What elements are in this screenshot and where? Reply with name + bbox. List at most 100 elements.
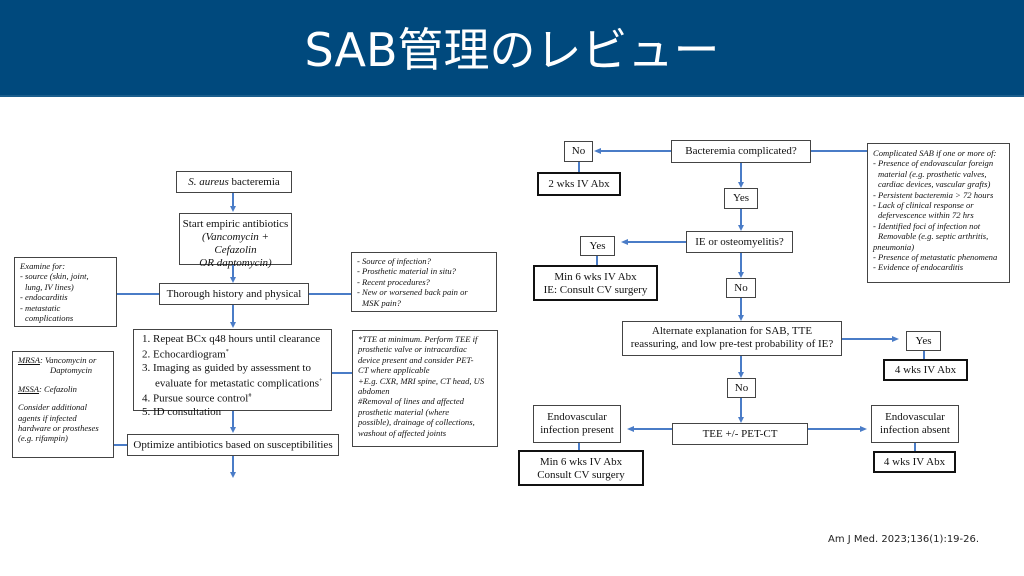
connector xyxy=(634,428,672,430)
history-physical-box: Thorough history and physical xyxy=(159,283,309,305)
note-line: Removable (e.g. septic arthritis, xyxy=(878,231,989,242)
connector xyxy=(842,338,892,340)
note-line: device present and consider PET- xyxy=(358,354,474,365)
connector xyxy=(740,356,742,373)
note-line: washout of affected joints xyxy=(358,427,447,438)
note-line: agents if infected xyxy=(18,412,77,423)
arrow-left-icon xyxy=(627,426,634,432)
endovascular-present-box: Endovascular infection present xyxy=(533,405,621,443)
note-line: CT where applicable xyxy=(358,365,430,376)
step-item: 1. Repeat BCx q48 hours until clearance xyxy=(142,333,321,345)
empiric-antibiotics-box: Start empiric antibiotics (Vancomycin + … xyxy=(179,213,292,269)
result-line: Min 6 wks IV Abx xyxy=(539,456,623,468)
arrow-left-icon xyxy=(594,148,601,154)
result-line: infection present xyxy=(540,424,614,436)
result-line: infection absent xyxy=(880,424,950,436)
step-item: 3. Imaging as guided by assessment to xyxy=(142,361,311,374)
connector xyxy=(808,428,860,430)
note-line: Complicated SAB if one or more of: xyxy=(873,148,997,158)
note-line: lung, IV lines) xyxy=(25,281,74,292)
empiric-regimen-2: OR daptomycin) xyxy=(199,257,272,269)
result-label: 4 wks IV Abx xyxy=(894,363,957,376)
arrow-down-icon xyxy=(738,225,744,231)
connector xyxy=(232,411,234,428)
note-line: pneumonia) xyxy=(873,241,915,252)
arrow-down-icon xyxy=(738,272,744,278)
note-line: - Presence of endovascular foreign xyxy=(873,158,994,169)
connector xyxy=(600,150,671,152)
optimize-label: Optimize antibiotics based on susceptibi… xyxy=(133,438,333,451)
min-six-weeks-ie-box: Min 6 wks IV Abx IE: Consult CV surgery xyxy=(533,265,658,301)
question-line: Alternate explanation for SAB, TTE xyxy=(651,325,813,337)
connector xyxy=(740,253,742,273)
no-label-box: No xyxy=(564,141,593,162)
arrow-down-icon xyxy=(230,206,236,212)
bacteremia-complicated-box: Bacteremia complicated? xyxy=(671,140,811,163)
empiric-title: Start empiric antibiotics xyxy=(182,218,289,230)
yes-label-box: Yes xyxy=(724,188,758,209)
footnotes-note: *TTE at minimum. Perform TEE if prosthet… xyxy=(352,330,498,447)
arrow-down-icon xyxy=(738,182,744,188)
no-label: No xyxy=(571,145,586,157)
no-label: No xyxy=(734,281,748,294)
note-line: - Presence of metastatic phenomena xyxy=(873,252,998,263)
note-line: - endocarditis xyxy=(20,292,68,303)
yes-label: Yes xyxy=(589,239,606,252)
note-line: cardiac devices, vascular grafts) xyxy=(878,179,991,190)
connector xyxy=(740,163,742,183)
antibiotic-choice-note: MRSA: Vancomycin or Daptomycin MSSA: Cef… xyxy=(12,351,114,458)
note-line: (e.g. rifampin) xyxy=(18,433,68,444)
note-line: - Prosthetic material in situ? xyxy=(357,266,456,277)
two-weeks-abx-box: 2 wks IV Abx xyxy=(537,172,621,196)
note-line: - Source of infection? xyxy=(357,256,431,266)
step-item: evaluate for metastatic complications+ xyxy=(155,377,323,390)
note-line: - Lack of clinical response or xyxy=(873,200,974,211)
bacteremia-label: bacteremia xyxy=(228,175,280,188)
note-line: - Persistent bacteremia > 72 hours xyxy=(873,189,994,200)
connector xyxy=(114,444,127,446)
note-line: - Recent procedures? xyxy=(357,276,430,287)
note-line: Consider additional xyxy=(18,402,87,413)
connector xyxy=(740,209,742,226)
no-label: No xyxy=(734,381,749,394)
note-line: prosthetic valve or intracardiac xyxy=(358,344,467,355)
connector xyxy=(309,293,351,295)
connector xyxy=(578,162,580,173)
connector xyxy=(914,443,916,452)
four-weeks-abx-box-2: 4 wks IV Abx xyxy=(873,451,956,473)
slide-title: SAB管理のレビュー xyxy=(304,23,720,77)
step-item: 4. Pursue source control# xyxy=(142,392,252,405)
arrow-right-icon xyxy=(892,336,899,342)
connector xyxy=(232,456,234,473)
connector xyxy=(740,298,742,316)
arrow-down-icon xyxy=(230,472,236,478)
note-line: #Removal of lines and affected xyxy=(358,396,464,407)
arrow-down-icon xyxy=(230,322,236,328)
no-label-box: No xyxy=(727,378,756,398)
min-six-weeks-box: Min 6 wks IV Abx Consult CV surgery xyxy=(518,450,644,486)
note-line: material (e.g. prosthetic valves, xyxy=(878,168,987,179)
endovascular-absent-box: Endovascular infection absent xyxy=(871,405,959,443)
connector xyxy=(627,241,686,243)
question-line: reassuring, and low pre-test probability… xyxy=(630,338,834,350)
note-line: *TTE at minimum. Perform TEE if xyxy=(358,334,478,344)
result-line: Endovascular xyxy=(885,411,945,423)
mrsa-line-2: Daptomycin xyxy=(50,365,93,376)
note-line: - Identified foci of infection not xyxy=(873,220,981,231)
note-line: Examine for: xyxy=(20,261,66,271)
note-line: hardware or prostheses xyxy=(18,423,99,434)
arrow-right-icon xyxy=(860,426,867,432)
four-weeks-abx-box: 4 wks IV Abx xyxy=(883,359,968,381)
yes-label: Yes xyxy=(915,334,932,347)
result-line: Consult CV surgery xyxy=(537,469,625,481)
note-line: complications xyxy=(25,313,74,324)
connector xyxy=(596,256,598,266)
yes-label-box: Yes xyxy=(906,331,941,351)
note-line: possible), drainage of collections, xyxy=(358,417,475,428)
connector xyxy=(740,398,742,418)
arrow-down-icon xyxy=(230,427,236,433)
connector xyxy=(923,351,925,360)
connector xyxy=(232,265,234,278)
no-label-box: No xyxy=(726,278,756,298)
sa-bacteremia-box: S. aureus bacteremia xyxy=(176,171,292,193)
